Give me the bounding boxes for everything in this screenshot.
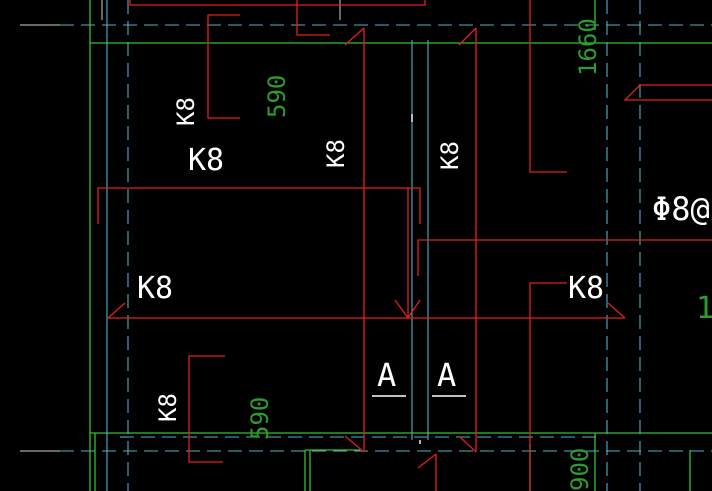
construction-lines <box>20 0 341 452</box>
label-k8: K8 <box>154 393 182 422</box>
wall-outlines <box>89 0 712 491</box>
dimension-590: 590 <box>263 75 291 118</box>
drawing-labels: K8 K8 K8 K8 K8 K8 K8 590 590 1660 900 A … <box>137 18 712 491</box>
label-k8: K8 <box>188 143 224 178</box>
section-markers <box>372 114 466 444</box>
label-k8: K8 <box>436 141 464 170</box>
rebar-lines <box>97 0 712 491</box>
dimension-590: 590 <box>246 397 274 440</box>
dimension-1660: 1660 <box>574 18 602 76</box>
label-k8: K8 <box>322 139 350 168</box>
label-k8: K8 <box>137 271 173 306</box>
section-label-a: A <box>437 356 456 394</box>
edge-number-label: 1 <box>696 291 712 326</box>
section-label-a: A <box>377 356 396 394</box>
rebar-spec-label: Φ8@ <box>652 190 710 228</box>
dimension-900: 900 <box>566 448 594 491</box>
label-k8: K8 <box>568 271 604 306</box>
label-k8: K8 <box>172 97 200 126</box>
